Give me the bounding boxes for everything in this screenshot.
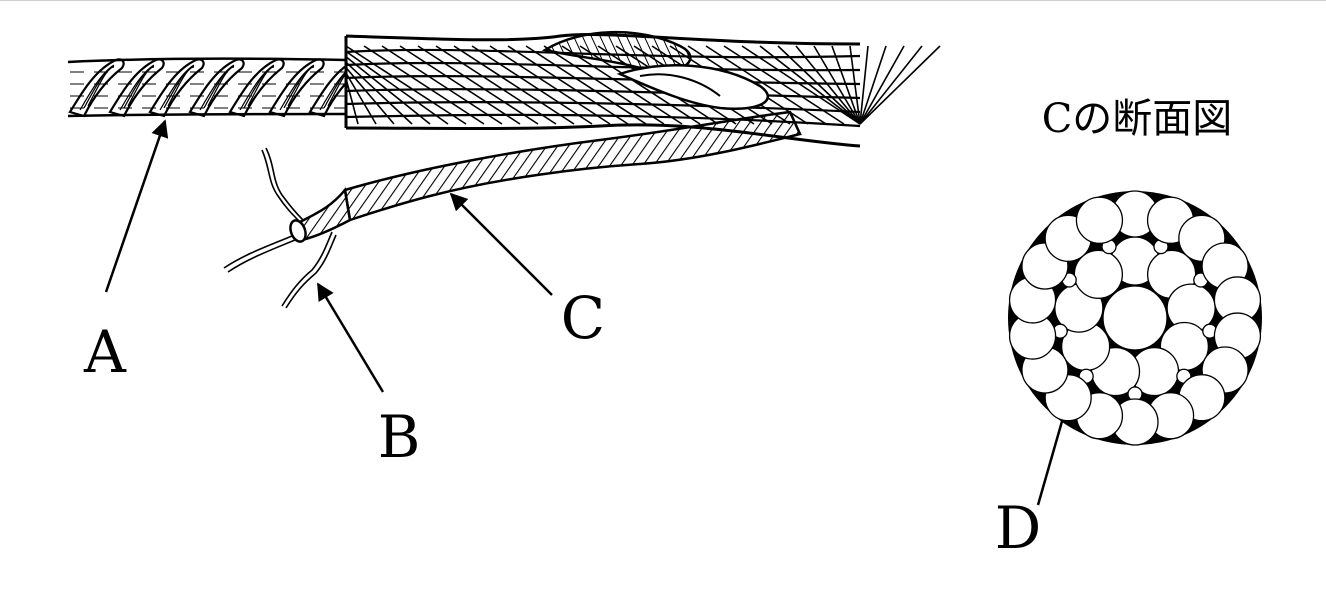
arrow-c xyxy=(449,192,553,296)
outer-wire xyxy=(1075,196,1124,244)
loose-wires-b xyxy=(223,147,337,309)
rope-strand xyxy=(188,58,245,118)
label-d: D xyxy=(995,494,1042,562)
rope-strand xyxy=(268,58,325,118)
arrow-b xyxy=(316,282,385,393)
core-wire xyxy=(1102,285,1168,351)
label-b: B xyxy=(378,403,421,471)
strand-c xyxy=(289,110,802,243)
cross-section-title: Cの断面図 xyxy=(1042,96,1233,142)
wire-rope-body xyxy=(344,30,941,148)
rope-strand xyxy=(228,58,285,118)
arrow-a xyxy=(104,119,169,293)
label-c: C xyxy=(561,284,605,352)
top-border-line xyxy=(0,0,1326,1)
rope-strand xyxy=(108,58,165,118)
twisted-rope-a xyxy=(67,57,365,118)
inner-wire xyxy=(1073,249,1124,299)
cross-section-c xyxy=(1008,190,1262,446)
label-a: A xyxy=(83,318,127,386)
